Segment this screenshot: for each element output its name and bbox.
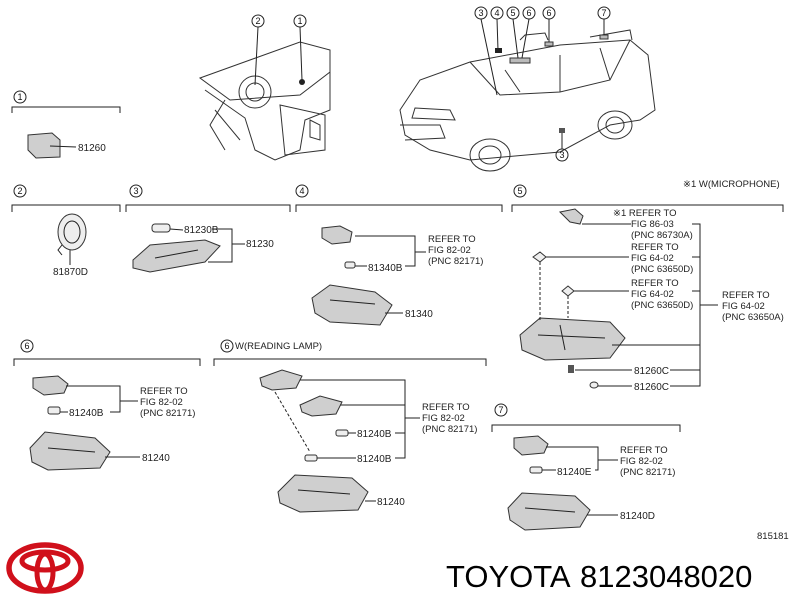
svg-text:(PNC 63650D): (PNC 63650D) <box>631 300 693 311</box>
part-label-81240B-6w-b: 81240B <box>357 454 392 465</box>
part-label-81240D: 81240D <box>620 511 655 522</box>
svg-text:1: 1 <box>297 16 302 26</box>
svg-text:FIG 82-02: FIG 82-02 <box>140 397 183 408</box>
svg-text:1: 1 <box>17 92 22 102</box>
part-label-81240B-6w-a: 81240B <box>357 429 392 440</box>
brand-name: TOYOTA <box>446 559 571 594</box>
part-81230-illustration <box>132 239 221 273</box>
svg-text:REFER TO: REFER TO <box>422 402 470 413</box>
svg-text:REFER TO: REFER TO <box>631 242 679 253</box>
svg-text:5: 5 <box>517 186 522 196</box>
part-81870D-illustration <box>57 213 87 251</box>
section-1: 1 81260 <box>11 90 121 159</box>
part-81340-illustration <box>311 284 393 326</box>
part-label-81240B-6: 81240B <box>69 408 104 419</box>
brand-part-number: 8123048020 <box>580 559 752 594</box>
part-label-81230: 81230 <box>246 239 274 250</box>
part-label-81260C-a: 81260C <box>634 366 669 377</box>
svg-text:4: 4 <box>494 8 499 18</box>
part-label-81340B: 81340B <box>368 263 403 274</box>
svg-text:3: 3 <box>478 8 483 18</box>
callout-1-top: 1 <box>293 14 307 81</box>
svg-text:(PNC 82171): (PNC 82171) <box>140 408 195 419</box>
section-6-reading-lamp: 6 W(READING LAMP) 81240B 81240B REFER TO… <box>213 339 487 513</box>
part-81240-reading-lamp-illustration <box>277 474 369 513</box>
part-81240-illustration <box>29 431 111 471</box>
dashboard-illustration <box>198 41 331 161</box>
svg-text:FIG 64-02: FIG 64-02 <box>631 289 674 300</box>
svg-text:REFER TO: REFER TO <box>722 290 770 301</box>
svg-text:4: 4 <box>299 186 304 196</box>
section-6: 6 81240B REFER TO FIG 82-02 (PNC 82171) … <box>13 339 201 471</box>
svg-text:6: 6 <box>224 341 229 351</box>
svg-text:FIG 86-03: FIG 86-03 <box>631 219 674 230</box>
part-label-81870D: 81870D <box>53 267 88 278</box>
svg-text:REFER TO: REFER TO <box>620 445 668 456</box>
section-4: 4 81340B REFER TO FIG 82-02 (PNC 82171) … <box>295 184 503 326</box>
svg-text:FIG 64-02: FIG 64-02 <box>631 253 674 264</box>
svg-text:REFER TO: REFER TO <box>428 234 476 245</box>
svg-text:2: 2 <box>255 16 260 26</box>
svg-text:6: 6 <box>526 8 531 18</box>
part-81260C-illustration <box>519 317 626 361</box>
vehicle-illustration <box>399 29 656 172</box>
svg-text:7: 7 <box>601 8 606 18</box>
part-label-81260: 81260 <box>78 143 106 154</box>
svg-text:FIG 64-02: FIG 64-02 <box>722 301 765 312</box>
svg-text:5: 5 <box>510 8 515 18</box>
part-label-81260C-b: 81260C <box>634 382 669 393</box>
svg-text:3: 3 <box>559 150 564 160</box>
svg-text:REFER TO: REFER TO <box>631 278 679 289</box>
part-81240D-illustration <box>507 492 591 531</box>
section-5: 5 ※1 REFER TO FIG 86-03 (PNC 86730A) REF… <box>511 184 784 393</box>
svg-text:2: 2 <box>17 186 22 196</box>
toyota-logo-icon <box>6 542 84 594</box>
svg-text:(PNC 63650D): (PNC 63650D) <box>631 264 693 275</box>
svg-text:3: 3 <box>133 186 138 196</box>
svg-text:FIG 82-02: FIG 82-02 <box>620 456 663 467</box>
part-label-81240-6: 81240 <box>142 453 170 464</box>
part-label-81230B: 81230B <box>184 225 219 236</box>
svg-text:(PNC 82171): (PNC 82171) <box>428 256 483 267</box>
svg-text:※1 REFER TO: ※1 REFER TO <box>613 208 677 219</box>
callout-2-top: 2 <box>251 14 265 86</box>
vehicle-callouts: 3 4 5 6 6 7 3 <box>474 6 611 162</box>
svg-text:7: 7 <box>498 405 503 415</box>
svg-text:6: 6 <box>546 8 551 18</box>
part-label-81240-6w: 81240 <box>377 497 405 508</box>
section-2: 2 81870D <box>11 184 121 278</box>
part-81260-illustration <box>27 132 61 159</box>
part-label-81240E: 81240E <box>557 467 592 478</box>
svg-text:FIG 82-02: FIG 82-02 <box>422 413 465 424</box>
section-7: 7 81240E REFER TO FIG 82-02 (PNC 82171) … <box>491 403 681 531</box>
svg-text:(PNC 82171): (PNC 82171) <box>422 424 477 435</box>
microphone-note: ※1 W(MICROPHONE) <box>683 179 780 190</box>
part-label-81340: 81340 <box>405 309 433 320</box>
svg-text:(PNC 82171): (PNC 82171) <box>620 467 675 478</box>
reading-lamp-title: W(READING LAMP) <box>235 341 322 352</box>
svg-text:(PNC 63650A): (PNC 63650A) <box>722 312 784 323</box>
svg-text:FIG 82-02: FIG 82-02 <box>428 245 471 256</box>
diagram-code: 815181 <box>757 531 789 542</box>
part-81230B-illustration <box>151 223 171 233</box>
section-3: 3 81230B 81230 <box>125 184 291 273</box>
svg-text:6: 6 <box>24 341 29 351</box>
svg-text:REFER TO: REFER TO <box>140 386 188 397</box>
svg-text:(PNC 86730A): (PNC 86730A) <box>631 230 693 241</box>
